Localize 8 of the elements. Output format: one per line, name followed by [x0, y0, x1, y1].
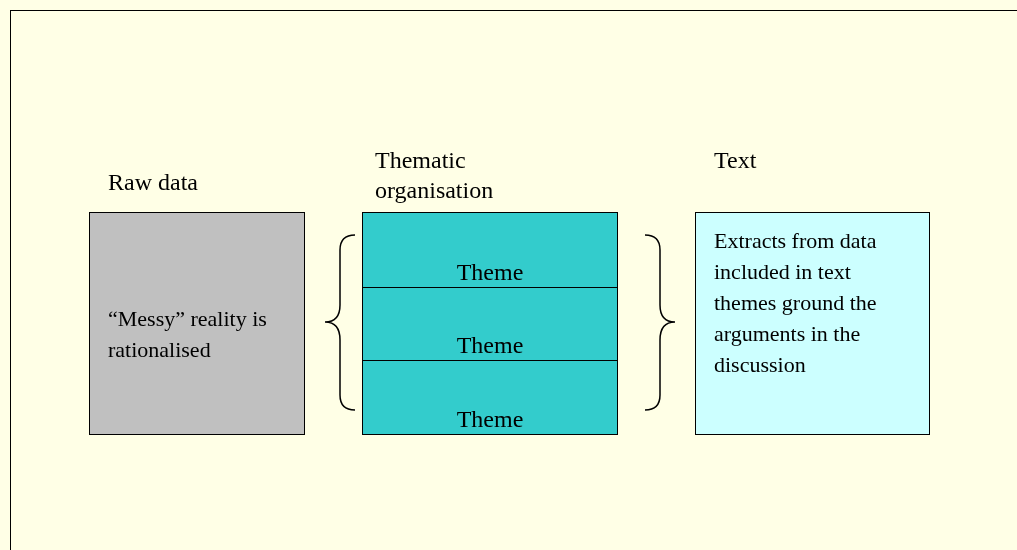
- theme-label: Theme: [455, 331, 525, 361]
- heading: Thematic organisation: [375, 146, 495, 205]
- box-text: “Messy” reality is rationalised: [108, 305, 268, 364]
- theme-label: Theme: [455, 405, 525, 434]
- box-text: Extracts from data included in text themes ground the arguments in the discussion: [714, 227, 878, 379]
- heading: Text: [714, 146, 757, 175]
- heading: Raw data: [108, 168, 198, 197]
- theme-label: Theme: [455, 257, 525, 287]
